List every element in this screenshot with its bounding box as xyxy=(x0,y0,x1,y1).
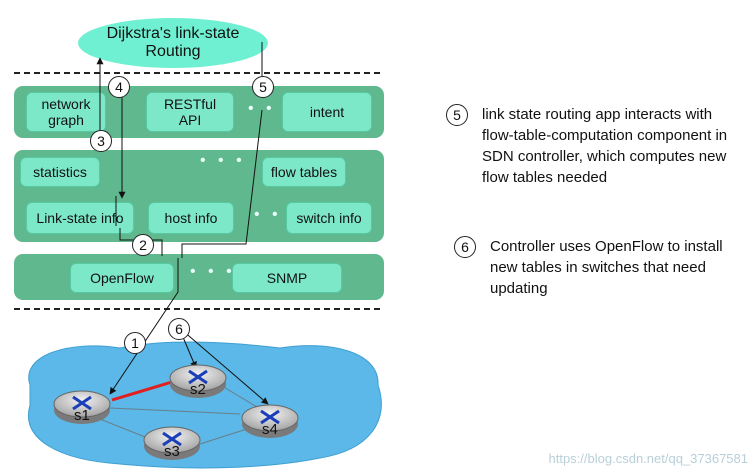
restful-api-label-1: RESTful xyxy=(163,96,217,112)
step-2-marker: 2 xyxy=(132,234,154,256)
southbound-layer: OpenFlow • • • SNMP xyxy=(14,254,384,300)
intent-label: intent xyxy=(309,104,345,120)
step-1-marker: 1 xyxy=(124,332,146,354)
link-s1-s4 xyxy=(109,407,241,415)
note-5-text: link state routing app interacts with fl… xyxy=(482,106,728,186)
bottom-separator xyxy=(14,308,380,310)
switch-s1: s1 xyxy=(53,390,111,424)
snmp-label: SNMP xyxy=(266,270,308,286)
controller-ellipsis-bottom: • • • xyxy=(254,206,300,223)
step-6-marker: 6 xyxy=(168,318,190,340)
arrow-step6-s4 xyxy=(181,329,269,405)
restful-api-box: RESTful API xyxy=(146,92,234,132)
note-6-text: Controller uses OpenFlow to install new … xyxy=(490,238,723,297)
arrow-step1 xyxy=(109,258,179,395)
application-layer: network graph RESTful API • • • intent xyxy=(14,86,384,138)
intent-box: intent xyxy=(282,92,372,132)
openflow-box: OpenFlow xyxy=(70,263,174,293)
host-info-label: host info xyxy=(164,210,218,226)
network-graph-label-1: network xyxy=(41,96,91,112)
statistics-label: statistics xyxy=(33,164,87,180)
watermark: https://blog.csdn.net/qq_37367581 xyxy=(548,451,749,466)
network-cloud xyxy=(28,341,382,469)
openflow-label: OpenFlow xyxy=(90,270,154,286)
link-s3-s4 xyxy=(199,427,251,445)
switch-s4: s4 xyxy=(241,404,299,438)
switch-info-label: switch info xyxy=(296,210,362,226)
switch-s2-label: s2 xyxy=(190,381,206,398)
link-s2-s4 xyxy=(221,385,263,411)
step-4-marker: 4 xyxy=(108,76,130,98)
link-state-info-label: Link-state info xyxy=(36,210,124,226)
host-info-box: host info xyxy=(148,202,234,234)
note-5-number: 5 xyxy=(446,104,468,126)
routing-app-title-1: Dijkstra's link-state xyxy=(106,25,240,42)
switch-s3-label: s3 xyxy=(164,443,180,460)
app-ellipsis: • • • xyxy=(248,100,294,117)
switch-s2: s2 xyxy=(169,364,227,398)
step-3-marker: 3 xyxy=(90,130,112,152)
switch-info-box: switch info xyxy=(286,202,372,234)
arrow-step5-down xyxy=(181,109,263,258)
switch-s3: s3 xyxy=(143,426,201,460)
note-6-number: 6 xyxy=(454,236,476,258)
controller-ellipsis-top: • • • xyxy=(200,152,246,169)
switch-s1-label: s1 xyxy=(74,407,90,424)
top-separator xyxy=(14,72,380,74)
routing-app-title-2: Routing xyxy=(145,43,201,60)
switch-s4-label: s4 xyxy=(262,421,278,438)
statistics-box: statistics xyxy=(20,157,100,187)
controller-layer: statistics • • • flow tables Link-state … xyxy=(14,150,384,242)
restful-api-label-2: API xyxy=(178,112,202,128)
snmp-box: SNMP xyxy=(232,263,342,293)
step-5-marker: 5 xyxy=(252,76,274,98)
flow-tables-label: flow tables xyxy=(270,164,338,180)
network-graph-label-2: graph xyxy=(48,112,84,128)
network-graph-box: network graph xyxy=(26,92,106,132)
southbound-ellipsis: • • • xyxy=(190,263,236,280)
flow-tables-box: flow tables xyxy=(262,157,346,187)
link-s1-s2-failed xyxy=(111,380,173,402)
dijkstra-routing-app: Dijkstra's link-state Routing xyxy=(78,18,268,68)
